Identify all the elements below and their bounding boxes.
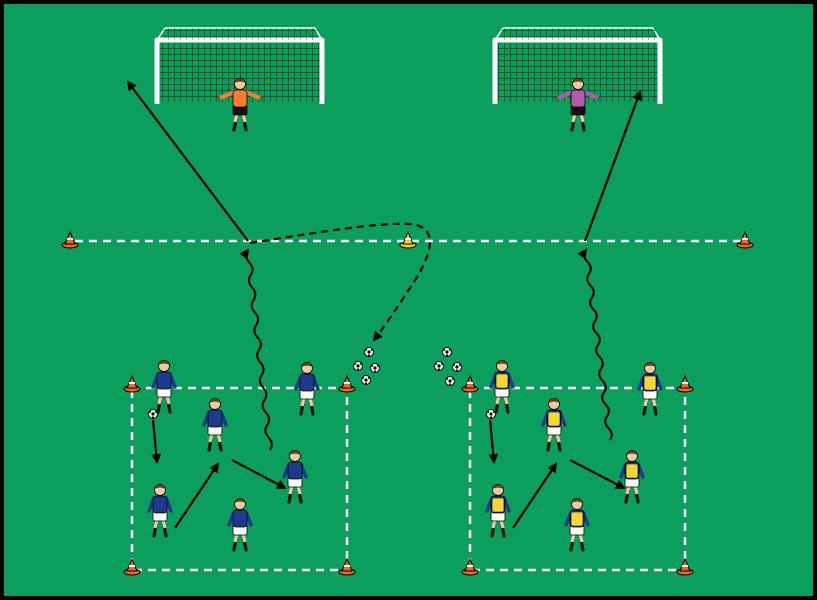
player-right-1 <box>489 360 515 414</box>
player-left-6 <box>282 450 308 504</box>
ball <box>148 409 158 419</box>
player-right-4 <box>485 484 511 538</box>
ball <box>370 363 380 373</box>
player-right-2 <box>637 362 663 416</box>
pass-arrow-right-3 <box>569 459 626 489</box>
pass-arrow-left-1 <box>151 419 162 464</box>
ball <box>361 375 371 385</box>
ball <box>445 376 455 386</box>
pass-arrow-left-2 <box>174 462 220 529</box>
goalkeeper-right <box>553 78 603 132</box>
cone <box>338 374 356 393</box>
player-right-3 <box>541 398 567 452</box>
player-left-2 <box>294 362 320 416</box>
ball <box>452 362 462 372</box>
dribble-arrow-right <box>577 248 613 441</box>
shot-arrow-right <box>583 90 642 242</box>
cone <box>123 557 141 576</box>
ball <box>486 409 496 419</box>
dribble-arrow-left <box>239 248 273 451</box>
cone <box>676 557 694 576</box>
cone <box>736 230 754 249</box>
grid-left <box>130 386 349 572</box>
player-left-4 <box>147 484 173 538</box>
ball <box>442 347 452 357</box>
player-left-5 <box>227 498 253 552</box>
ball <box>353 361 363 371</box>
cone <box>461 374 479 393</box>
grid-right <box>468 386 687 572</box>
player-left-1 <box>151 360 177 414</box>
return-run-arrow <box>249 222 431 342</box>
cone <box>399 230 417 249</box>
player-left-3 <box>202 398 228 452</box>
player-right-6 <box>619 450 645 504</box>
cone <box>676 374 694 393</box>
cone <box>461 557 479 576</box>
pass-arrow-left-3 <box>231 459 287 489</box>
arrows <box>126 80 642 529</box>
goal-left <box>154 27 325 104</box>
cone <box>123 374 141 393</box>
shot-arrow-left <box>126 80 249 242</box>
pitch <box>4 4 813 596</box>
pass-arrow-right-1 <box>488 419 499 464</box>
ball <box>434 361 444 371</box>
cone <box>338 557 356 576</box>
goalkeeper-left <box>215 78 265 132</box>
pass-arrow-right-2 <box>512 462 558 529</box>
player-right-5 <box>564 498 590 552</box>
cone <box>61 230 79 249</box>
ball <box>364 347 374 357</box>
